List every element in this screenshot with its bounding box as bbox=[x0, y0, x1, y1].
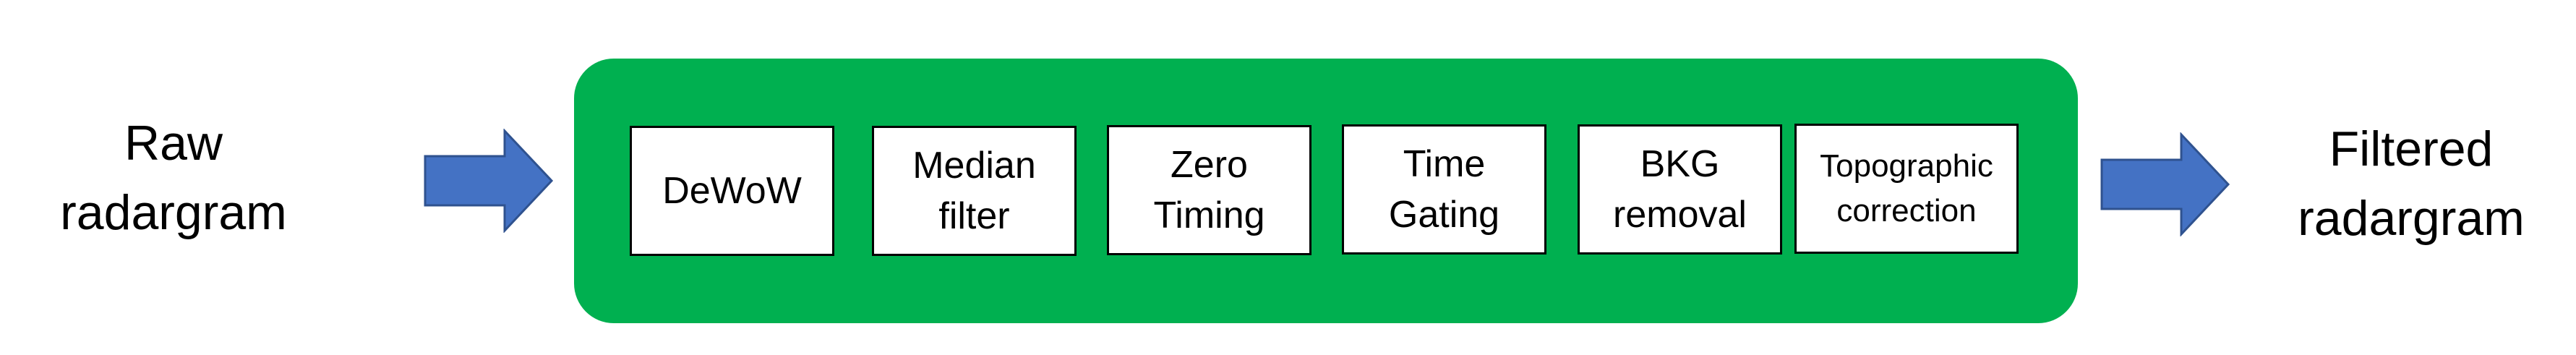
input-arrow-shape bbox=[424, 129, 554, 233]
output-arrow-shape bbox=[2100, 132, 2230, 236]
step-bkg-removal: BKG removal bbox=[1578, 124, 1782, 255]
step-zero-timing: Zero Timing bbox=[1107, 125, 1311, 255]
step-median-filter: Median filter bbox=[872, 126, 1077, 256]
step-dewow: DeWoW bbox=[630, 126, 834, 256]
output-arrow-icon bbox=[2100, 132, 2230, 236]
input-arrow-icon bbox=[424, 129, 554, 233]
input-label: Raw radargram bbox=[60, 116, 287, 240]
step-time-gating: Time Gating bbox=[1342, 124, 1546, 255]
output-label: Filtered radargram bbox=[2298, 121, 2525, 246]
step-topographic-correction: Topographic correction bbox=[1794, 124, 2019, 254]
processing-pipeline: DeWoW Median filter Zero Timing Time Gat… bbox=[574, 59, 2078, 323]
